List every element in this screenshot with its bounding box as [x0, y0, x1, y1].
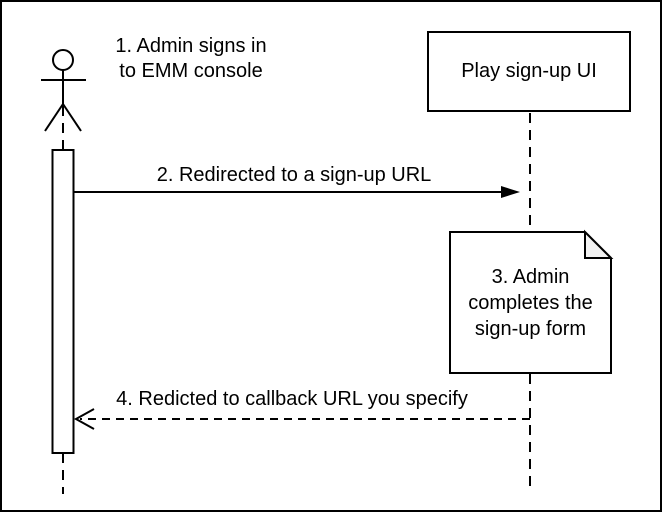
message-4-open-arrowhead-icon	[73, 408, 95, 430]
message-arrow-4	[73, 408, 530, 430]
message-2-arrowhead-icon	[501, 186, 520, 198]
note-text: 3. Admin completes the sign-up form	[468, 265, 593, 340]
actor-head	[52, 49, 74, 71]
note-fold-icon	[584, 229, 614, 259]
message-arrow-2	[73, 186, 520, 198]
note-shape	[449, 229, 614, 374]
step2-label: 2. Redirected to a sign-up URL	[156, 164, 432, 186]
actor-left-leg	[44, 103, 64, 132]
participant-label: Play sign-up UI	[461, 60, 597, 82]
step4-label: 4. Redicted to callback URL you specify	[116, 388, 468, 410]
actor-right-leg	[62, 103, 82, 132]
activation-bar	[51, 149, 75, 454]
participant-box-play-signup-ui: Play sign-up UI	[427, 31, 631, 112]
note-body	[449, 231, 612, 374]
step1-label: 1. Admin signs in to EMM console	[115, 35, 267, 82]
actor-icon	[41, 49, 86, 132]
